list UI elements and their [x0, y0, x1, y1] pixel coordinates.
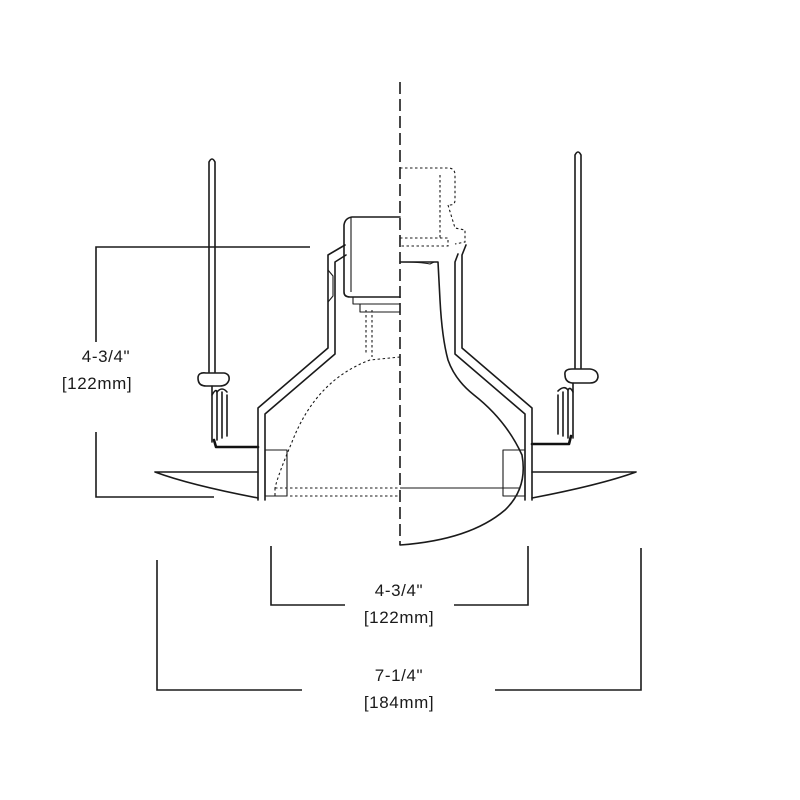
- left-mounting-clip: [197, 372, 260, 449]
- socket-right-half: [400, 167, 466, 247]
- right-mounting-wire: [574, 151, 582, 369]
- aperture-dimension-right: [454, 546, 529, 606]
- lamp-left-half: [274, 310, 401, 497]
- aperture-metric-label: [122mm]: [364, 608, 434, 627]
- height-imperial-label: 4-3/4": [82, 347, 130, 366]
- aperture-dimension-left: [270, 546, 345, 606]
- housing-outer-left: [257, 244, 346, 501]
- trim-ring-left: [264, 449, 288, 497]
- height-metric-label: [122mm]: [62, 374, 132, 393]
- housing-outer-right: [461, 244, 533, 501]
- height-dimension-bottom: [95, 432, 214, 498]
- socket-left-half: [343, 216, 401, 313]
- housing-inner-right: [454, 253, 526, 501]
- overall-metric-label: [184mm]: [364, 693, 434, 712]
- trim-flange-right: [531, 471, 637, 499]
- housing-left-notch: [327, 269, 334, 303]
- overall-dimension-right: [495, 548, 642, 691]
- overall-dimension-left: [156, 560, 302, 691]
- aperture-imperial-label: 4-3/4": [375, 581, 423, 600]
- right-mounting-clip: [530, 368, 599, 446]
- housing-inner-left: [264, 254, 347, 501]
- trim-ring-right: [502, 449, 526, 497]
- left-mounting-wire: [208, 158, 216, 373]
- overall-imperial-label: 7-1/4": [375, 666, 423, 685]
- trim-flange-left: [154, 471, 259, 499]
- lamp-right-half: [399, 261, 524, 546]
- height-dimension-top: [95, 246, 310, 342]
